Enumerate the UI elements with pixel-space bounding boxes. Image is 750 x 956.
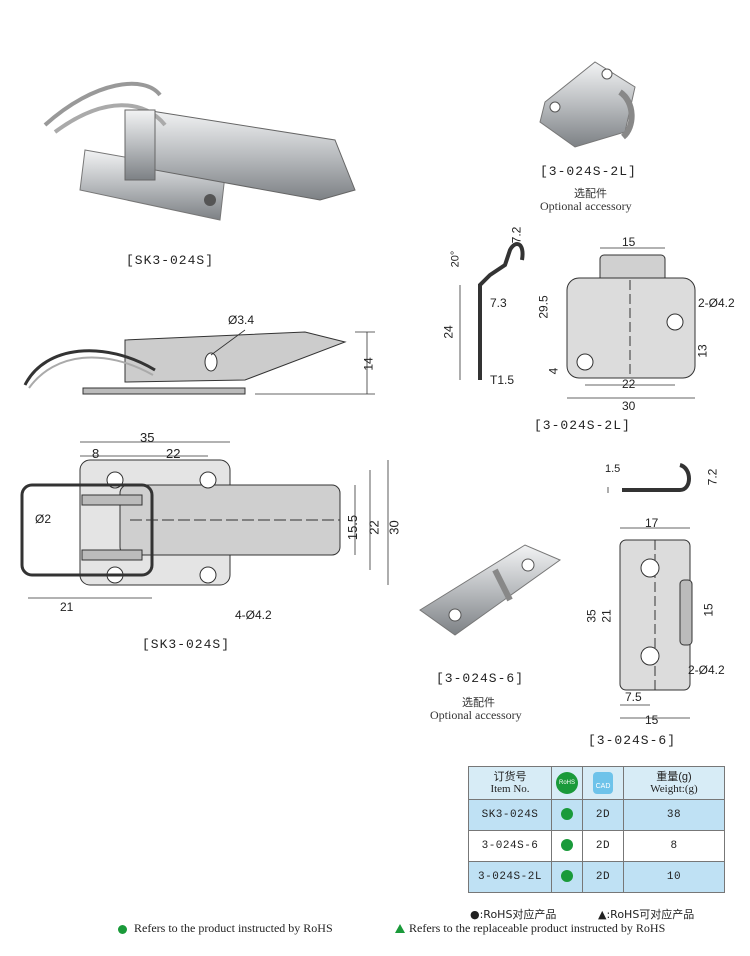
dim-30a: 30 bbox=[386, 520, 402, 535]
drawing-2l-label: [3-024S-2L] bbox=[534, 418, 631, 433]
optional-cn-2: 选配件 bbox=[462, 696, 495, 709]
rohs-dot bbox=[561, 869, 573, 882]
dim-14: 14 bbox=[361, 357, 376, 371]
dim-21b: 21 bbox=[599, 609, 614, 623]
legend-rohs-en: Refers to the product instructed by RoHS bbox=[134, 921, 333, 935]
accessory-2l-photo bbox=[539, 61, 636, 148]
accessory-2l-front-drawing bbox=[566, 247, 696, 399]
accessory-6-photo bbox=[419, 544, 562, 636]
dim-7-2b: 7.2 bbox=[705, 468, 720, 486]
dim-8: 8 bbox=[92, 446, 100, 461]
header-cad: CAD bbox=[582, 766, 624, 800]
accessory-6-side-drawing bbox=[607, 463, 691, 493]
dim-2phi-b: 2-Ø4.2 bbox=[688, 663, 725, 677]
dim-d3-4: Ø3.4 bbox=[228, 313, 255, 327]
dim-phi2: Ø2 bbox=[35, 512, 52, 526]
dim-7-5: 7.5 bbox=[625, 690, 642, 704]
dim-29-5: 29.5 bbox=[536, 295, 551, 319]
dim-35b: 35 bbox=[584, 609, 599, 623]
legend-replace-en: Refers to the replaceable product instru… bbox=[409, 921, 666, 935]
optional-en-1: Optional accessory bbox=[540, 199, 632, 213]
top-view-drawing bbox=[20, 441, 389, 599]
dim-20deg: 20° bbox=[449, 250, 462, 268]
dim-21: 21 bbox=[60, 600, 74, 614]
main-product-label: [SK3-024S] bbox=[126, 253, 215, 268]
dim-17: 17 bbox=[645, 516, 659, 530]
dim-7-3: 7.3 bbox=[490, 296, 507, 310]
dim-15-5: 15.5 bbox=[345, 514, 361, 541]
optional-en-2: Optional accessory bbox=[430, 708, 522, 722]
dim-7-2a: 7.2 bbox=[509, 226, 524, 244]
header-weight: 重量(g) Weight:(g) bbox=[623, 766, 725, 800]
dim-22b: 22 bbox=[366, 520, 382, 535]
rohs-bullet-icon bbox=[118, 925, 127, 934]
drawing-sk3-label: [SK3-024S] bbox=[142, 637, 231, 652]
latch-photo bbox=[43, 81, 356, 221]
dim-35: 35 bbox=[140, 430, 155, 445]
table-row: SK3-024S 2D 38 bbox=[468, 799, 725, 831]
rohs-icon: RoHS bbox=[556, 772, 578, 794]
dim-30b: 30 bbox=[622, 399, 636, 413]
table-row: 3-024S-2L 2D 10 bbox=[468, 861, 725, 893]
table-row: 3-024S-6 2D 8 bbox=[468, 830, 725, 862]
dim-15b: 15 bbox=[701, 603, 716, 617]
dim-4phi: 4-Ø4.2 bbox=[235, 608, 272, 622]
drawing-6-label: [3-024S-6] bbox=[588, 733, 677, 748]
rohs-dot bbox=[561, 807, 573, 820]
dim-2phi-a: 2-Ø4.2 bbox=[698, 296, 735, 310]
optional-cn-1: 选配件 bbox=[574, 187, 607, 200]
legend-rohs-cn: ●:RoHS对应产品 bbox=[470, 908, 557, 921]
triangle-icon bbox=[395, 924, 405, 933]
accessory-2l-side-drawing bbox=[459, 242, 525, 380]
rohs-dot bbox=[561, 838, 573, 851]
dim-4: 4 bbox=[546, 367, 561, 375]
legend-replace-cn: ▲:RoHS可对应产品 bbox=[598, 908, 695, 921]
dim-1-5: 1.5 bbox=[605, 463, 621, 475]
dim-15a: 15 bbox=[622, 235, 636, 249]
accessory-6-label: [3-024S-6] bbox=[436, 671, 525, 686]
dim-22c: 22 bbox=[622, 377, 636, 391]
cad-icon: CAD bbox=[593, 772, 613, 794]
header-rohs: RoHS bbox=[551, 766, 583, 800]
dim-15c: 15 bbox=[645, 713, 659, 727]
header-item: 订货号 Item No. bbox=[468, 766, 552, 800]
dim-t1-5: T1.5 bbox=[490, 373, 515, 387]
spec-table: 订货号 Item No. RoHS CAD 重量(g) Weight:(g) S… bbox=[468, 766, 725, 893]
accessory-2l-label: [3-024S-2L] bbox=[540, 164, 637, 179]
dim-13: 13 bbox=[695, 344, 710, 358]
accessory-6-front-drawing bbox=[619, 527, 693, 719]
side-view-drawing bbox=[23, 329, 375, 395]
dim-24: 24 bbox=[441, 325, 456, 339]
dim-22a: 22 bbox=[166, 446, 181, 461]
